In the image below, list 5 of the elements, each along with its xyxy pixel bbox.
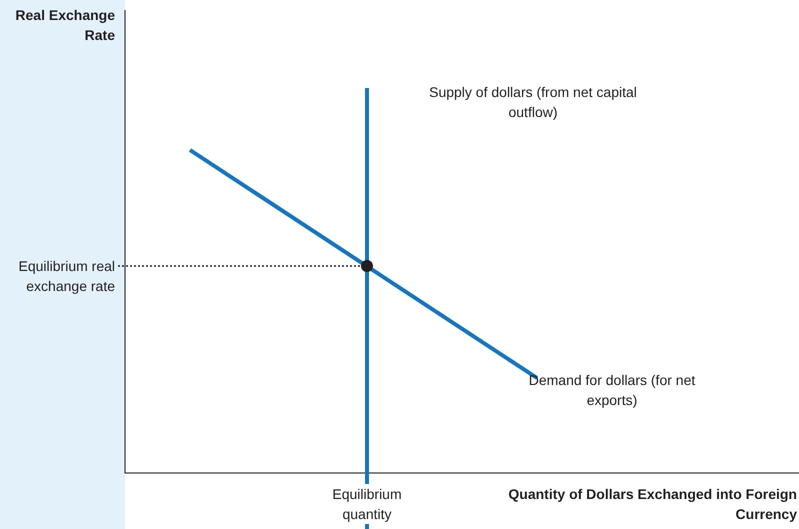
- curve-label: Supply of dollars (from net capital outflow): [428, 83, 638, 122]
- axis-title: Real Exchange Rate: [14, 6, 115, 45]
- axis-title: Quantity of Dollars Exchanged into Foreign Currency: [507, 485, 797, 524]
- curve-label: Demand for dollars (for net exports): [528, 371, 696, 410]
- axis-label: Equilibrium real exchange rate: [18, 257, 115, 296]
